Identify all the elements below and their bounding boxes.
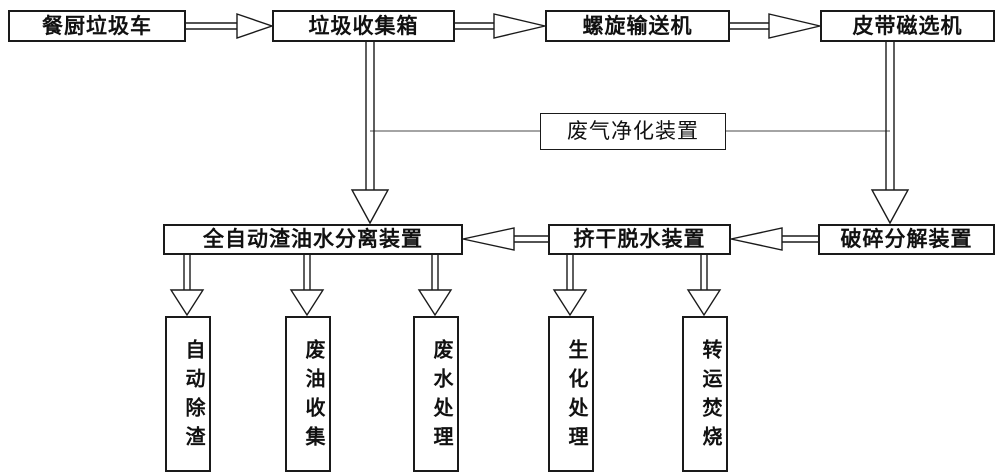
arrow-to-biochemical-treatment <box>552 255 588 317</box>
node-label: 破碎分解装置 <box>840 227 973 251</box>
node-biochemical-treatment[interactable]: 生化处理 <box>548 316 594 472</box>
arrow-to-waste-oil-collection <box>289 255 325 317</box>
node-label: 废气净化装置 <box>567 119 699 143</box>
arrow-conveyor-to-separator <box>730 13 821 39</box>
node-label: 转运焚烧 <box>699 339 723 455</box>
node-label: 生化处理 <box>565 339 589 455</box>
node-auto-oil-water-separator[interactable]: 全自动渣油水分离装置 <box>163 224 463 255</box>
node-label: 挤干脱水装置 <box>573 227 706 251</box>
node-waste-oil-collection[interactable]: 废油收集 <box>285 316 331 472</box>
node-belt-magnetic-separator[interactable]: 皮带磁选机 <box>820 10 995 42</box>
node-label: 废水处理 <box>430 339 454 455</box>
node-waste-water-treatment[interactable]: 废水处理 <box>413 316 459 472</box>
node-auto-slag-removal[interactable]: 自动除渣 <box>165 316 211 472</box>
arrow-bin-to-conveyor <box>455 13 546 39</box>
arrow-magsep-to-crusher <box>870 42 910 225</box>
node-label: 全自动渣油水分离装置 <box>203 227 423 251</box>
node-label: 螺旋输送机 <box>582 13 693 38</box>
arrow-to-waste-water-treatment <box>417 255 453 317</box>
arrow-crusher-to-dewatering <box>730 227 818 251</box>
node-label: 废油收集 <box>302 339 326 455</box>
node-kitchen-waste-truck[interactable]: 餐厨垃圾车 <box>8 10 186 42</box>
arrow-dewatering-to-oilwater <box>462 227 548 251</box>
node-label: 皮带磁选机 <box>852 13 963 38</box>
node-exhaust-gas-purifier[interactable]: 废气净化装置 <box>540 113 726 150</box>
node-squeeze-dewatering-device[interactable]: 挤干脱水装置 <box>548 224 731 255</box>
node-label: 餐厨垃圾车 <box>42 13 152 38</box>
node-label: 垃圾收集箱 <box>308 13 419 38</box>
node-transfer-incineration[interactable]: 转运焚烧 <box>682 316 728 472</box>
node-waste-collection-bin[interactable]: 垃圾收集箱 <box>272 10 455 42</box>
node-screw-conveyor[interactable]: 螺旋输送机 <box>545 10 730 42</box>
arrow-to-auto-slag-removal <box>169 255 205 317</box>
node-label: 自动除渣 <box>182 339 206 455</box>
arrow-truck-to-bin <box>186 13 275 39</box>
arrow-bin-to-oilwater-separator <box>350 42 390 225</box>
arrow-to-transfer-incineration <box>686 255 722 317</box>
node-crushing-decomposition-device[interactable]: 破碎分解装置 <box>818 224 995 255</box>
